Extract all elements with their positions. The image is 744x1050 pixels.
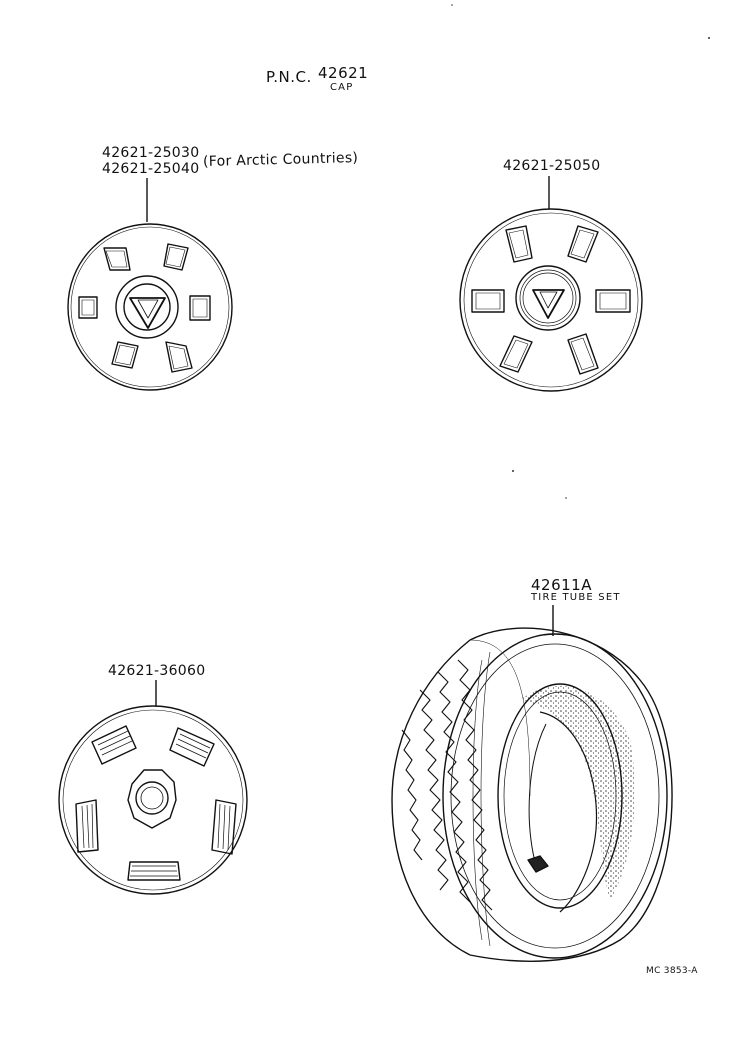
pnc-name: CAP — [330, 82, 354, 93]
pnc-prefix: P.N.C. — [266, 68, 312, 86]
hub-cap-2-drawing — [459, 176, 643, 392]
part-number-2: 42621-25050 — [503, 158, 601, 174]
tire-tube-drawing — [391, 605, 673, 962]
part-number-1b: 42621-25040 — [102, 161, 200, 177]
part-number-4: 42611A — [531, 576, 592, 594]
hub-cap-3-drawing — [58, 680, 248, 895]
part-number-3: 42621-36060 — [108, 663, 206, 679]
hub-cap-1-drawing — [67, 178, 233, 391]
part-number-1a: 42621-25030 — [102, 145, 200, 161]
drawing-code: MC 3853-A — [646, 966, 698, 976]
part-name-4: TIRE TUBE SET — [531, 592, 621, 603]
pnc-number: 42621 — [318, 64, 369, 82]
